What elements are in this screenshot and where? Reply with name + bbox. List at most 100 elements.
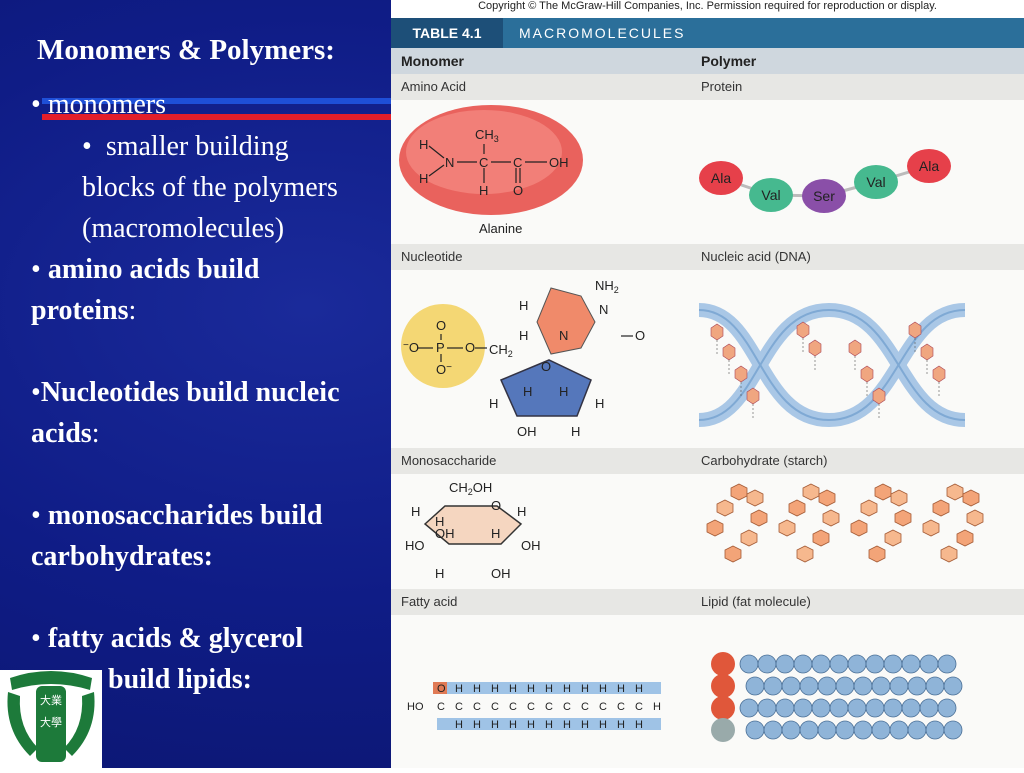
glucose-unit [750, 509, 768, 527]
bullet-nucleotides: •Nucleotides build nucleic [31, 372, 340, 413]
sub-bullet-text1: smaller building [105, 131, 289, 162]
glucose-unit [890, 489, 908, 507]
dna-base [908, 321, 922, 339]
lipid-atom [889, 720, 909, 740]
lipid-atom [745, 720, 765, 740]
lipid-atom [907, 676, 927, 696]
dna-helix [699, 302, 966, 428]
sub-bullet-line3: (macromolecules) [82, 213, 285, 244]
table-row-label: Monosaccharide Carbohydrate (starch) [391, 448, 1024, 474]
svg-text:C: C [491, 701, 499, 713]
lipid-atom [799, 676, 819, 696]
table-label: TABLE 4.1 [391, 18, 503, 48]
bullet-amino: • amino acids build [31, 249, 259, 290]
svg-text:C: C [563, 701, 571, 713]
atom-label: OH [521, 538, 541, 553]
lipid-atom [793, 698, 813, 718]
atom-label: NH2 [595, 278, 619, 295]
col-polymer: Polymer [701, 53, 757, 69]
table-row-label: Fatty acid Lipid (fat molecule) [391, 589, 1024, 615]
lipid-atom [829, 698, 849, 718]
atom-label: N [445, 155, 454, 170]
svg-text:C: C [617, 701, 625, 713]
colon: : [128, 295, 137, 326]
glucose-unit [706, 519, 724, 537]
svg-text:C: C [635, 701, 643, 713]
atom-label: O [513, 183, 523, 198]
svg-text:大業: 大業 [40, 693, 62, 707]
row-polymer-label: Protein [701, 79, 743, 94]
bullet-fatty-acids-line2: build lipids: [108, 664, 252, 695]
svg-text:Val: Val [866, 174, 885, 190]
svg-text:H: H [527, 683, 535, 695]
lipid-atom [739, 698, 759, 718]
svg-text:H: H [491, 683, 499, 695]
lipid-atom [781, 720, 801, 740]
lipid-atom [711, 652, 735, 676]
svg-text:Ser: Ser [813, 188, 835, 204]
svg-text:HO: HO [407, 701, 424, 713]
lipid-atom [901, 654, 921, 674]
svg-text:H: H [473, 719, 481, 731]
bullet-monosaccharides: • monosaccharides build [31, 495, 322, 536]
table-title: MACROMOLECULES [519, 25, 686, 41]
lipid-atom [835, 676, 855, 696]
lipid-atom [853, 676, 873, 696]
lipid-atom [937, 698, 957, 718]
svg-text:C: C [509, 701, 517, 713]
svg-text:H: H [563, 683, 571, 695]
svg-text:H: H [599, 719, 607, 731]
glucose-unit [932, 499, 950, 517]
lipid-atom [883, 698, 903, 718]
atom-label: −O [403, 340, 419, 355]
glucose-structure: CH2OH O H H H OH H HO OH H OH [405, 480, 541, 581]
lipid-atom [775, 654, 795, 674]
svg-text:H: H [635, 719, 643, 731]
svg-text:O: O [437, 683, 446, 695]
svg-text:H: H [527, 719, 535, 731]
lipid-molecule [711, 652, 963, 742]
svg-text:C: C [545, 701, 553, 713]
amino-acid-bead: Ala [699, 161, 743, 195]
glucose-unit [746, 489, 764, 507]
nucleo-line2: acids [31, 418, 92, 449]
lipid-atom [865, 698, 885, 718]
lipid-atom [711, 674, 735, 698]
atom-label: OH [517, 424, 537, 439]
glucose-unit [730, 483, 748, 501]
row-monomer-label: Monosaccharide [401, 453, 497, 468]
svg-text:H: H [509, 719, 517, 731]
glucose-unit [868, 545, 886, 563]
amino-acid-bead: Val [749, 178, 793, 212]
atom-label: CH3 [475, 127, 499, 144]
lipid-atom [711, 718, 735, 742]
lipid-atom [937, 654, 957, 674]
col-monomer: Monomer [401, 53, 464, 69]
column-headers: Monomer Polymer [391, 48, 1024, 74]
atom-label: H [559, 384, 568, 399]
lipid-atom [853, 720, 873, 740]
glucose-unit [962, 489, 980, 507]
svg-text:Val: Val [761, 187, 780, 203]
glucose-unit [946, 483, 964, 501]
glucose-unit [894, 509, 912, 527]
sub-bullet-line1: • smaller building [82, 126, 289, 167]
dna-base [920, 343, 934, 361]
atom-label: H [489, 396, 498, 411]
lipid-atom [865, 654, 885, 674]
row-polymer-label: Carbohydrate (starch) [701, 453, 828, 468]
atom-label: O [541, 359, 551, 374]
atom-label: O [491, 498, 501, 513]
bullet-marker: • [31, 500, 41, 531]
university-logo-graphic: 大業 大學 [7, 671, 95, 762]
starch-chain [706, 483, 984, 563]
bullet-fatty-acids: • fatty acids & glycerol [31, 618, 303, 659]
copyright-notice: Copyright © The McGraw-Hill Companies, I… [391, 0, 1024, 18]
svg-text:H: H [473, 683, 481, 695]
svg-text:C: C [473, 701, 481, 713]
alanine-structure: H H N C C OH CH3 H O Alanine [399, 105, 583, 236]
macromolecules-table: Copyright © The McGraw-Hill Companies, I… [391, 0, 1024, 768]
dna-base [808, 339, 822, 357]
glucose-unit [850, 519, 868, 537]
lipid-atom [775, 698, 795, 718]
